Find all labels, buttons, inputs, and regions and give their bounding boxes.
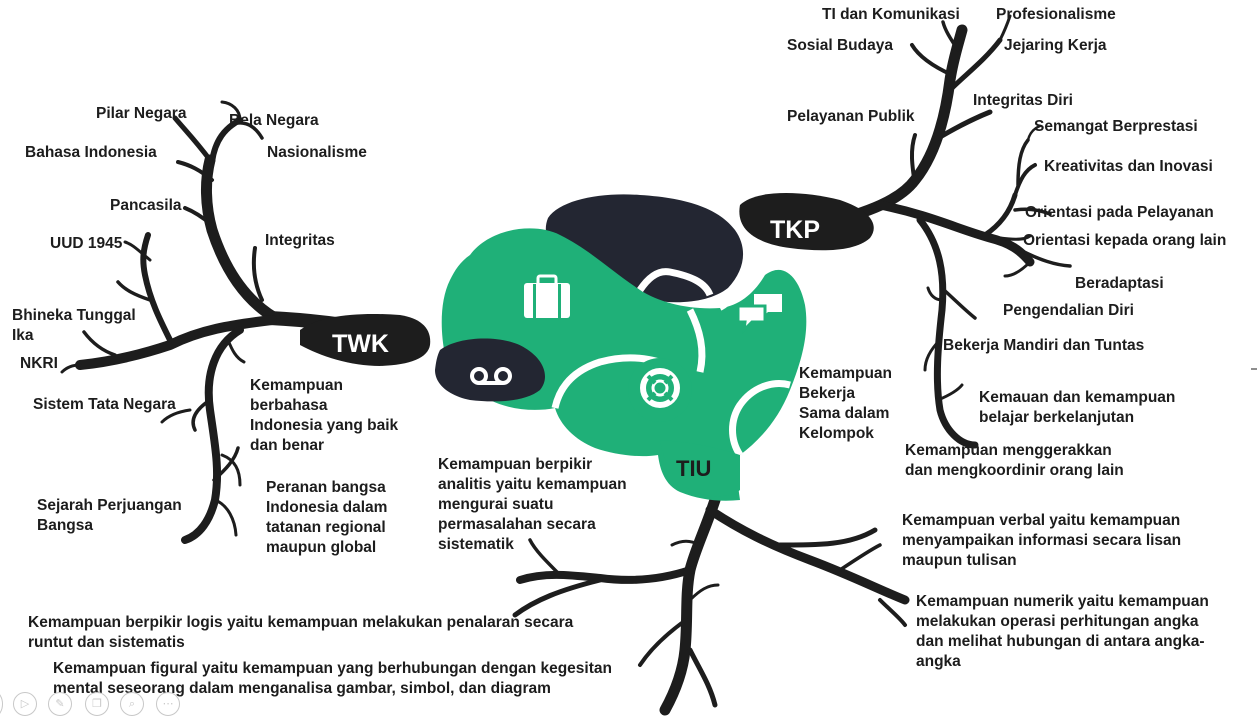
tkp-pengendalian: Pengendalian Diri	[1003, 302, 1134, 319]
tkp-pelayanan-publik: Pelayanan Publik	[787, 108, 915, 125]
tkp-semangat: Semangat Berprestasi	[1034, 118, 1198, 135]
tkp-integritas-diri: Integritas Diri	[973, 92, 1073, 109]
tkp-kemauan-belajar: Kemauan dan kemampuan belajar berkelanju…	[979, 389, 1176, 426]
twk-bahasa-indonesia: Bahasa Indonesia	[25, 144, 157, 161]
brain-dark-small-lobe	[435, 338, 545, 402]
briefcase-icon	[524, 274, 570, 318]
twk-integritas: Integritas	[265, 232, 335, 249]
twk-bubble	[300, 313, 431, 366]
twk-peranan: Peranan bangsa Indonesia dalam tatanan r…	[266, 479, 388, 556]
tiu-figural: Kemampuan figural yaitu kemampuan yang b…	[53, 660, 612, 697]
twk-pancasila: Pancasila	[110, 197, 182, 214]
voicemail-icon	[470, 367, 512, 385]
tkp-jejaring-kerja: Jejaring Kerja	[1004, 37, 1107, 54]
twk-sejarah: Sejarah Perjuangan Bangsa	[37, 497, 182, 534]
tkp-kemampuan-bekerja: Kemampuan Bekerja Sama dalam Kelompok	[799, 365, 893, 442]
twk-kemampuan-berbahasa: Kemampuan berbahasa Indonesia yang baik …	[250, 377, 399, 454]
tkp-orientasi-orang: Orientasi kepada orang lain	[1023, 232, 1227, 249]
copy-icon[interactable]: ❐	[85, 692, 109, 716]
tiu-title: TIU	[676, 456, 712, 481]
twk-pilar-negara: Pilar Negara	[96, 105, 187, 122]
twk-nkri: NKRI	[20, 355, 58, 372]
tkp-beradaptasi: Beradaptasi	[1075, 275, 1164, 292]
zoom-icon[interactable]: ⌕	[120, 692, 144, 716]
twk-nasionalisme: Nasionalisme	[267, 144, 367, 161]
tkp-bekerja-mandiri: Bekerja Mandiri dan Tuntas	[943, 337, 1145, 354]
tkp-menggerakkan: Kemampuan menggerakkan dan mengkoordinir…	[905, 442, 1124, 479]
tiu-numerik: Kemampuan numerik yaitu kemampuan melaku…	[916, 593, 1209, 670]
tiu-verbal: Kemampuan verbal yaitu kemampuan menyamp…	[902, 512, 1182, 569]
twk-title: TWK	[332, 330, 389, 358]
tkp-ti-komunikasi: TI dan Komunikasi	[822, 6, 960, 23]
lifebuoy-icon	[640, 368, 680, 408]
pen-icon[interactable]: ✎	[48, 692, 72, 716]
more-icon[interactable]: ⋯	[156, 692, 180, 716]
twk-sistem-tata-negara: Sistem Tata Negara	[33, 396, 176, 413]
tkp-sosial-budaya: Sosial Budaya	[787, 37, 893, 54]
twk-uud-1945: UUD 1945	[50, 235, 123, 252]
chat-bubbles-icon	[736, 294, 782, 335]
twk-bhineka: Bhineka Tunggal Ika	[12, 307, 136, 344]
tiu-tree	[512, 494, 910, 716]
tkp-tree	[814, 14, 1072, 449]
tkp-profesionalisme: Profesionalisme	[996, 6, 1116, 23]
play-icon[interactable]: ▷	[13, 692, 37, 716]
tiu-analitis: Kemampuan berpikir analitis yaitu kemamp…	[438, 456, 627, 553]
tiu-logis: Kemampuan berpikir logis yaitu kemampuan…	[28, 614, 574, 651]
tkp-kreativitas: Kreativitas dan Inovasi	[1044, 158, 1213, 175]
brain	[435, 194, 807, 501]
twk-tree	[60, 100, 427, 544]
twk-bela-negara: Bela Negara	[229, 112, 319, 129]
tkp-bubble	[739, 193, 874, 251]
tkp-orientasi-pelayanan: Orientasi pada Pelayanan	[1025, 204, 1214, 221]
tkp-title: TKP	[770, 216, 820, 244]
